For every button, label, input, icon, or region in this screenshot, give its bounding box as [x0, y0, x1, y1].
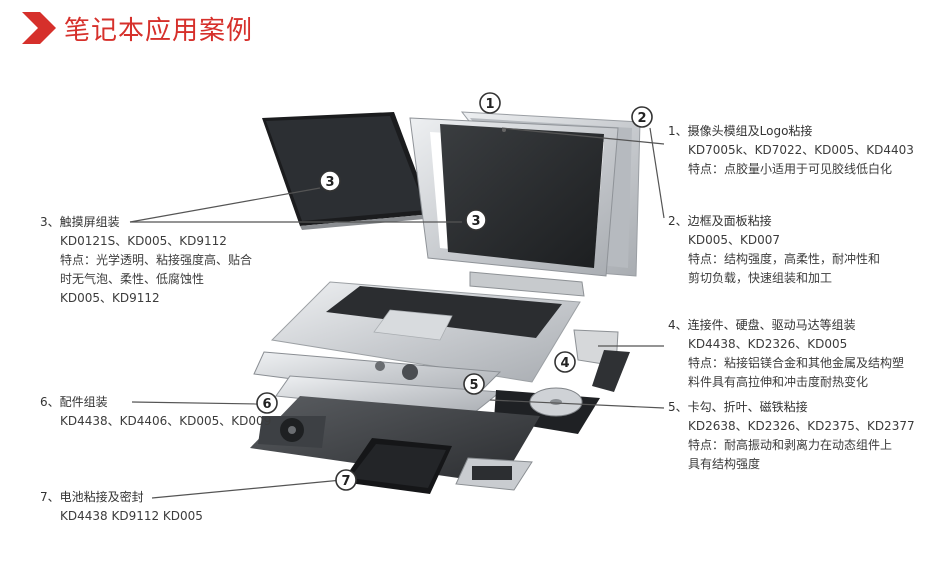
badge-number: 6	[262, 397, 271, 412]
memory-module	[455, 457, 533, 491]
battery-pack	[342, 438, 452, 494]
page-title: 笔记本应用案例	[64, 15, 254, 46]
badge-3a: 3	[319, 170, 341, 192]
annotation-7-line: KD4438 KD9112 KD005	[60, 509, 203, 523]
number-badges: 1 2 3 3 4 5 6 7	[256, 92, 653, 491]
annotation-4: 4、连接件、硬盘、驱动马达等组装 KD4438、KD2326、KD005 特点：…	[668, 316, 904, 392]
annotation-3-line: 特点：光学透明、粘接强度高、贴合	[60, 253, 253, 267]
badge-number: 1	[485, 97, 494, 112]
badge-5: 5	[463, 373, 485, 395]
chevron-right-icon	[22, 12, 56, 44]
annotation-3: 3、触摸屏组装 KD0121S、KD005、KD9112 特点：光学透明、粘接强…	[40, 213, 252, 308]
badge-4: 4	[554, 351, 576, 373]
badge-number: 2	[637, 111, 646, 126]
badge-3b: 3	[465, 209, 487, 231]
annotation-4-heading: 4、连接件、硬盘、驱动马达等组装	[668, 318, 856, 332]
annotation-6-heading: 6、配件组装	[40, 395, 108, 409]
annotation-2-line: KD005、KD007	[688, 233, 781, 247]
annotation-5-heading: 5、卡勾、折叶、磁铁粘接	[668, 400, 808, 414]
annotation-6: 6、配件组装 KD4438、KD4406、KD005、KD009	[40, 393, 271, 431]
hinge-bracket	[469, 271, 585, 297]
badge-number: 3	[325, 175, 334, 190]
badge-2: 2	[631, 106, 653, 128]
keyboard-top-case	[270, 281, 581, 383]
lcd-panel	[440, 124, 604, 268]
annotation-4-line: KD4438、KD2326、KD005	[688, 337, 848, 351]
badge-number: 7	[341, 474, 350, 489]
badge-number: 5	[469, 378, 478, 393]
annotation-7: 7、电池粘接及密封 KD4438 KD9112 KD005	[40, 488, 203, 526]
annotation-5-line: KD2638、KD2326、KD2375、KD2377	[688, 419, 915, 433]
annotation-5-line: 特点：耐高振动和剥离力在动态组件上	[688, 438, 893, 452]
annotation-1-line: 特点：点胶量小适用于可见胶线低白化	[688, 162, 893, 176]
annotation-2: 2、边框及面板粘接 KD005、KD007 特点：结构强度，高柔性，耐冲性和 剪…	[668, 212, 880, 288]
title-bar: 笔记本应用案例	[18, 8, 253, 48]
tablet-touchscreen	[262, 112, 436, 230]
annotation-3-heading: 3、触摸屏组装	[40, 215, 120, 229]
annotation-4-line: 料件具有高拉伸和冲击度耐热变化	[688, 375, 869, 389]
annotation-7-heading: 7、电池粘接及密封	[40, 490, 144, 504]
cooling-fan	[258, 416, 326, 448]
leader-lines	[129, 127, 665, 499]
annotation-5: 5、卡勾、折叶、磁铁粘接 KD2638、KD2326、KD2375、KD2377…	[668, 398, 915, 474]
badge-number: 3	[471, 214, 480, 229]
connector-drive	[573, 329, 630, 392]
annotation-1-heading: 1、摄像头模组及Logo粘接	[668, 124, 813, 138]
badge-7: 7	[335, 469, 357, 491]
annotation-4-line: 特点：粘接铝镁合金和其他金属及结构塑	[688, 356, 905, 370]
badge-6: 6	[256, 392, 278, 414]
badge-1: 1	[479, 92, 501, 114]
annotation-2-line: 剪切负载，快速组装和加工	[688, 271, 833, 285]
annotation-2-line: 特点：结构强度，高柔性，耐冲性和	[688, 252, 881, 266]
annotation-1: 1、摄像头模组及Logo粘接 KD7005k、KD7022、KD005、KD44…	[668, 122, 914, 179]
annotation-5-line: 具有结构强度	[688, 457, 761, 471]
annotation-2-heading: 2、边框及面板粘接	[668, 214, 772, 228]
annotation-6-line: KD4438、KD4406、KD005、KD009	[60, 414, 272, 428]
annotation-3-line: KD0121S、KD005、KD9112	[60, 234, 227, 248]
badge-number: 4	[560, 356, 569, 371]
annotation-1-line: KD7005k、KD7022、KD005、KD4403	[688, 143, 914, 157]
annotation-3-line: KD005、KD9112	[60, 291, 160, 305]
annotation-3-line: 时无气泡、柔性、低腐蚀性	[60, 272, 205, 286]
